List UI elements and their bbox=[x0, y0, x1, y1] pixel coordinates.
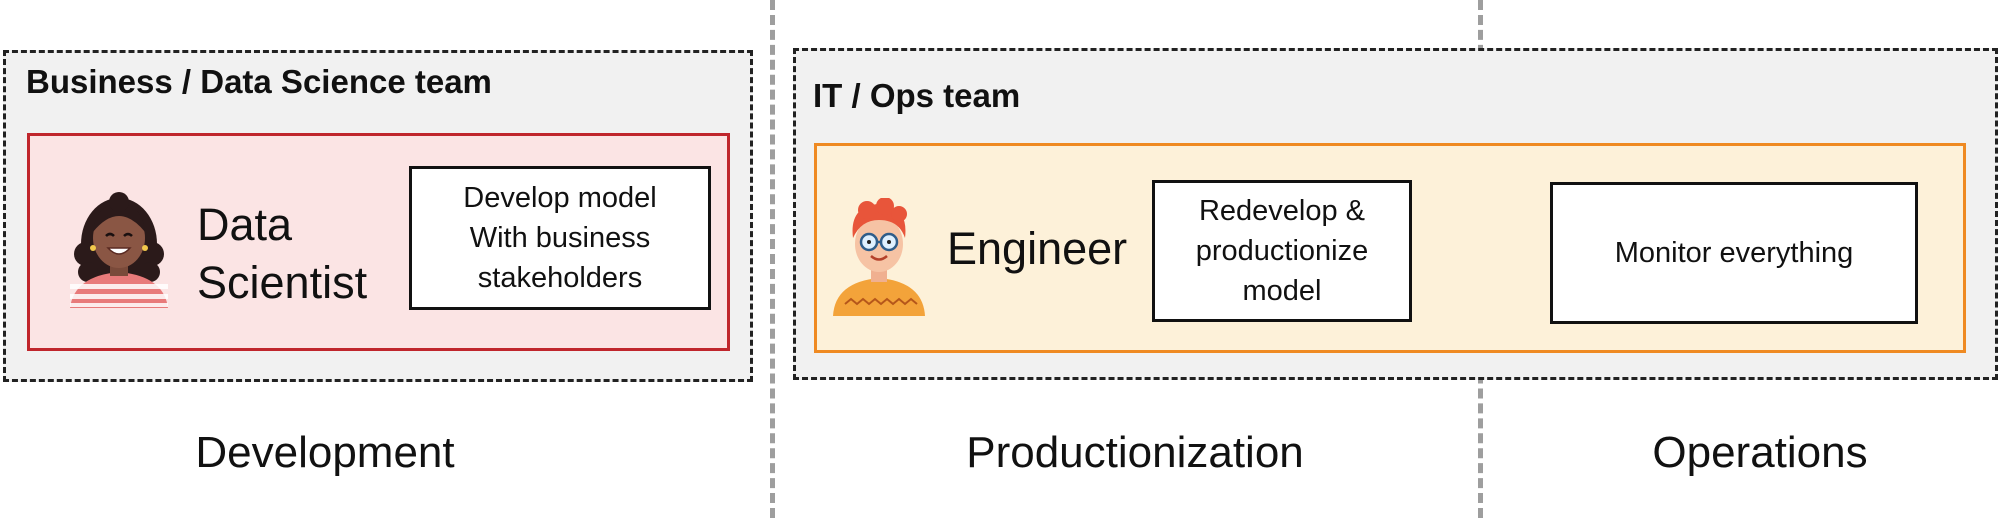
develop-model-task-line2: With business bbox=[469, 222, 651, 254]
productionize-task-line3: model bbox=[1242, 275, 1322, 307]
it-ops-team-title: IT / Ops team bbox=[813, 77, 1021, 114]
data-scientist-label: Data Scientist bbox=[197, 196, 367, 312]
productionize-task-box: Redevelop & productionize model bbox=[1152, 180, 1412, 322]
business-team-container: Business / Data Science team bbox=[3, 50, 753, 382]
data-scientist-label-line2: Scientist bbox=[197, 257, 368, 308]
monitor-task-line1: Monitor everything bbox=[1614, 237, 1854, 269]
develop-model-task-box: Develop model With business stakeholders bbox=[409, 166, 711, 310]
engineer-box: Engineer Redevelop & productionize model… bbox=[814, 143, 1966, 353]
productionize-task-line1: Redevelop & bbox=[1198, 195, 1366, 227]
develop-model-task-line3: stakeholders bbox=[477, 262, 643, 294]
engineer-label: Engineer bbox=[947, 223, 1128, 274]
phase-label-development: Development bbox=[195, 428, 455, 477]
phase-label-productionization: Productionization bbox=[966, 428, 1304, 477]
business-team-title: Business / Data Science team bbox=[26, 63, 492, 100]
data-scientist-label-line1: Data bbox=[197, 199, 293, 250]
phase-divider-1 bbox=[770, 0, 775, 518]
monitor-task-box: Monitor everything bbox=[1550, 182, 1918, 324]
it-ops-team-container: IT / Ops team bbox=[793, 48, 1998, 380]
productionize-task-line2: productionize bbox=[1195, 235, 1369, 267]
woman-avatar-icon bbox=[66, 192, 172, 308]
data-scientist-box: Data Scientist Develop model With busine… bbox=[27, 133, 730, 351]
develop-model-task-line1: Develop model bbox=[463, 182, 657, 214]
man-glasses-avatar-icon bbox=[831, 198, 927, 316]
phase-label-operations: Operations bbox=[1652, 428, 1868, 477]
